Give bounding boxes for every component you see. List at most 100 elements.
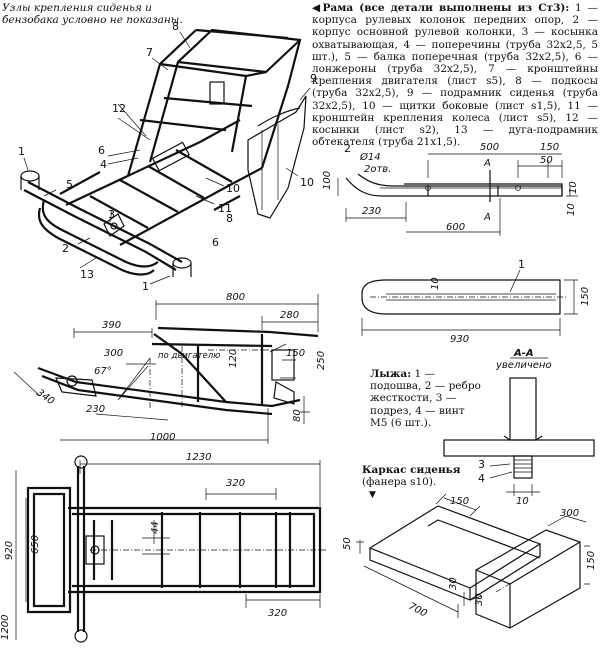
iso-label: 11	[218, 202, 232, 215]
section-label: 10	[516, 496, 529, 507]
seat-back-block	[475, 529, 581, 629]
seat-top-face	[368, 505, 542, 589]
iso-label: 2	[62, 242, 69, 255]
ski-side-label: Ø14	[359, 151, 381, 163]
iso-label: 5	[66, 178, 73, 191]
iso-label: 13	[80, 268, 94, 281]
seat-lip	[427, 519, 541, 559]
ski-outline-top	[361, 279, 561, 315]
iso-label: 8	[172, 20, 179, 33]
side-label: по двигателю	[158, 351, 220, 361]
top-label: 1200	[0, 615, 11, 640]
iso-front-beam	[27, 181, 183, 263]
ski-side-label: 500	[480, 142, 499, 153]
iso-engine-bracket	[151, 141, 190, 172]
ski-side-label: 150	[540, 142, 559, 153]
iso-column-left	[20, 170, 40, 182]
side-view: 800 390 280 300 по двигателю 150 120 67°…	[13, 292, 327, 444]
iso-label: 3	[108, 208, 115, 221]
iso-longeron-left	[65, 119, 241, 206]
seat-label: 150	[450, 496, 469, 507]
side-label: 800	[226, 292, 245, 303]
ski-side-label: 50	[540, 155, 553, 166]
side-front-column	[66, 375, 78, 387]
side-label: 120	[228, 349, 239, 368]
top-label: 320	[268, 608, 287, 619]
iso-frame-view: 1 5 3 2 13 1 4 6 7 8 9 10 11 12 8 6 10	[18, 20, 317, 293]
seat-caption: Каркас сиденья (фанера s10).	[362, 464, 476, 488]
iso-label: 8	[226, 212, 233, 225]
section-subtitle: увеличено	[495, 360, 552, 371]
ski-top-label: 1	[518, 258, 525, 271]
iso-label: 6	[212, 236, 219, 249]
iso-arc-13	[41, 199, 159, 268]
seat-label: 300	[560, 508, 579, 519]
side-label: 340	[34, 387, 56, 407]
seat-arrow: ▼	[369, 490, 376, 500]
ski-legend-title: Лыжа:	[370, 368, 412, 380]
ski-side-label: 100	[322, 171, 333, 190]
side-label: 390	[102, 320, 121, 331]
side-label: 230	[86, 404, 105, 415]
iso-label: 9	[310, 72, 317, 85]
side-label: 150	[286, 348, 305, 359]
seat-label: 30	[448, 577, 459, 590]
ski-top-label: 930	[450, 334, 469, 345]
ski-side-label: 2отв.	[364, 164, 391, 175]
side-label: 1000	[150, 432, 175, 443]
ski-legend-body: 1 — подошва, 2 — ребро жесткости, 3 — по…	[370, 368, 481, 429]
iso-wheel-bracket	[257, 107, 301, 127]
iso-label: 12	[112, 102, 126, 115]
side-label: 80	[292, 409, 303, 422]
section-rib	[509, 377, 537, 441]
ski-legend: Лыжа: 1 — подошва, 2 — ребро жесткости, …	[370, 368, 482, 429]
seat-frame-view: 150 30 50 30 700 300 150	[342, 493, 597, 629]
top-column-upper	[74, 455, 88, 469]
iso-label: 10	[300, 176, 314, 189]
seat-label: 30	[474, 593, 485, 606]
ski-side-label: 600	[446, 222, 465, 233]
ski-top-label: 150	[580, 287, 591, 306]
iso-label: 1	[142, 280, 149, 293]
iso-gusset-3	[103, 213, 125, 237]
section-label: 4	[478, 472, 485, 485]
ski-side-label: 10	[568, 181, 579, 194]
section-label: 3	[478, 458, 485, 471]
ski-top-label: 10	[430, 277, 441, 290]
top-column-lower	[74, 629, 88, 643]
top-view: 1230 320 44 650 320 920 1200	[0, 452, 326, 643]
seat-label: 50	[342, 537, 353, 550]
top-label: 650	[30, 535, 41, 554]
iso-label: 10	[226, 182, 240, 195]
seat-caption-note: (фанера s10).	[362, 476, 437, 489]
iso-longeron-right	[119, 167, 263, 246]
frame-legend-title: ◀Рама (все детали выполнены из Ст3):	[312, 2, 570, 14]
side-frame-bottom	[37, 366, 301, 408]
side-frame-top	[157, 326, 319, 338]
frame-legend-body: 1 — корпуса рулевых колонок передних опо…	[312, 2, 598, 149]
ski-side-label: 230	[362, 206, 381, 217]
ski-side-label: 2	[344, 142, 351, 155]
ski-side-label: A	[483, 212, 491, 223]
seat-label: 150	[586, 551, 597, 570]
side-label: 67°	[94, 366, 112, 377]
section-a-a: А-А увеличено 3 4 10	[443, 348, 595, 507]
side-label: 300	[104, 348, 123, 359]
ski-body-side	[345, 173, 563, 197]
seat-caption-bold: Каркас сиденья	[362, 464, 461, 476]
iso-mount-plate	[209, 81, 225, 105]
frame-legend: ◀Рама (все детали выполнены из Ст3): 1 —…	[312, 2, 598, 148]
iso-label: 4	[100, 158, 107, 171]
iso-label: 6	[98, 144, 105, 157]
top-label: 320	[226, 478, 245, 489]
seat-label: 700	[407, 601, 429, 620]
side-label: 280	[280, 310, 299, 321]
side-label: 250	[316, 351, 327, 370]
iso-side-panel	[247, 95, 307, 219]
section-title: А-А	[513, 348, 534, 359]
ski-side-view: 2 Ø14 2отв. 500 150 A 50 100 10 230 600 …	[322, 142, 579, 236]
iso-label: 7	[146, 46, 153, 59]
section-screw	[513, 455, 533, 479]
caption-top-left: Узлы крепления сиденья и бензобака услов…	[2, 2, 183, 26]
